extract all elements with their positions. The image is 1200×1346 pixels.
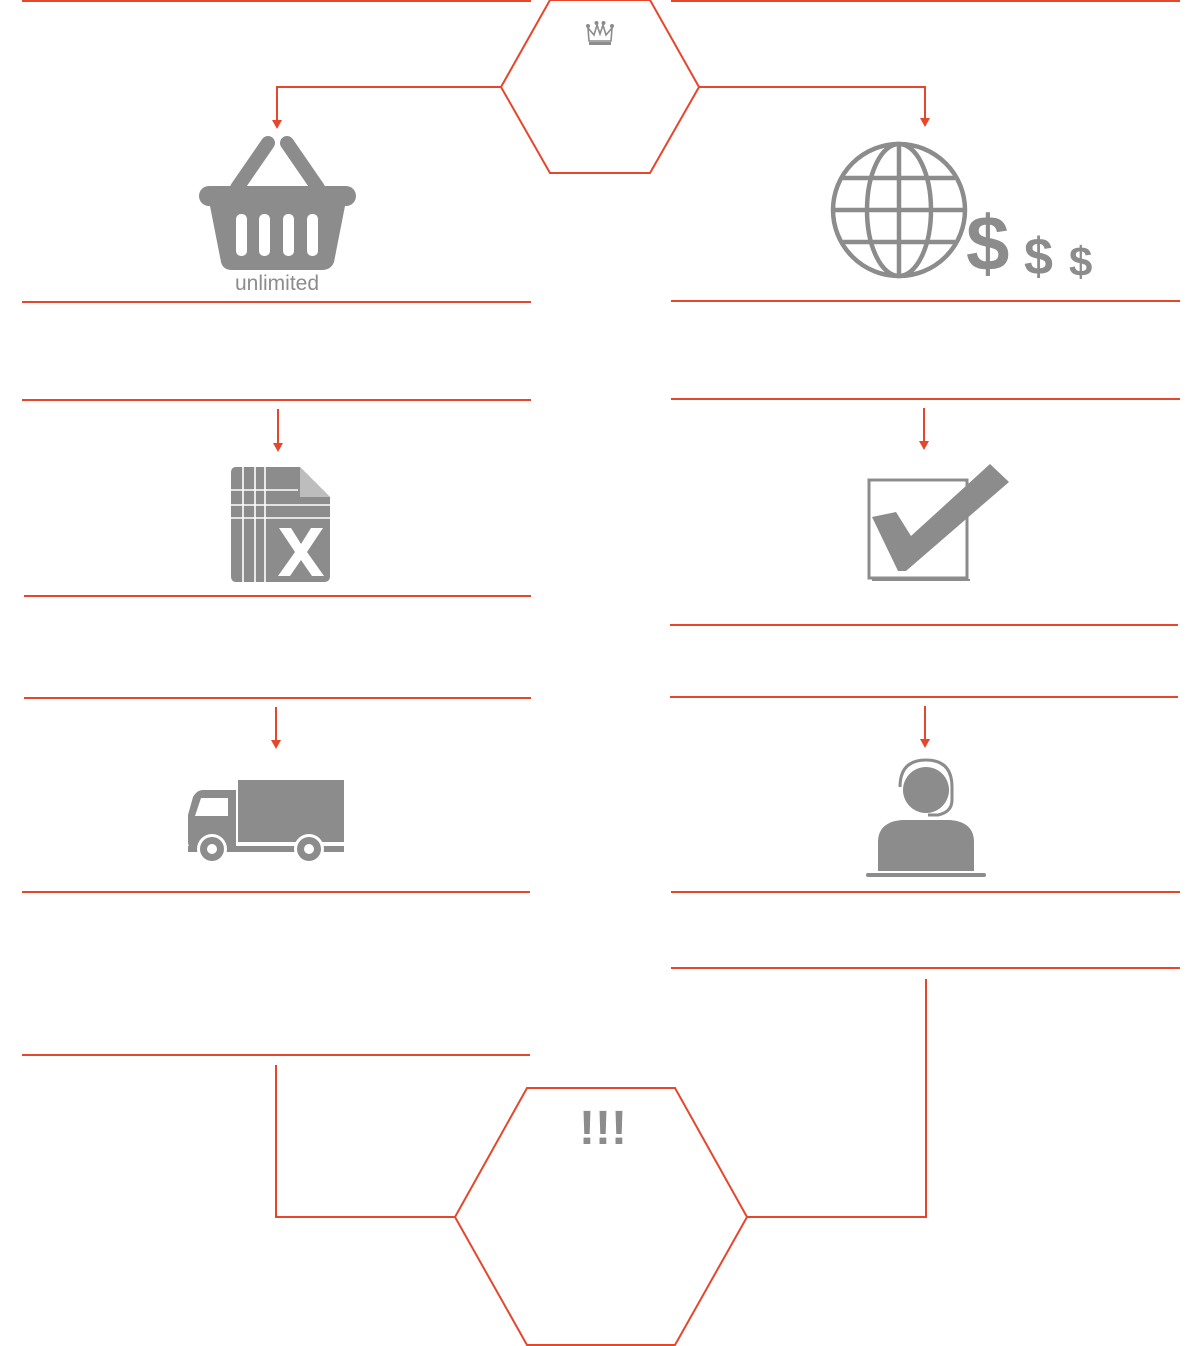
dollar-large: $ bbox=[966, 199, 1009, 287]
arrowhead bbox=[272, 120, 282, 129]
arrowhead bbox=[271, 740, 281, 749]
shopping-basket-icon bbox=[199, 136, 356, 270]
arrowhead bbox=[920, 739, 930, 748]
delivery-truck-icon bbox=[188, 780, 344, 864]
exclamation-icon: !!! bbox=[579, 1102, 627, 1155]
connector-start-left bbox=[276, 86, 501, 122]
crown-icon bbox=[586, 21, 614, 45]
arrowhead bbox=[920, 118, 930, 127]
globe-currency-icon: $ $ $ bbox=[830, 141, 1092, 287]
dollar-medium: $ bbox=[1024, 228, 1053, 286]
dollar-small: $ bbox=[1069, 238, 1092, 285]
connector-end-right bbox=[747, 979, 927, 1218]
end-node: !!! bbox=[453, 1087, 749, 1346]
basket-caption: unlimited bbox=[235, 272, 319, 295]
checkbox-checked-icon bbox=[867, 464, 1009, 581]
excel-file-icon bbox=[231, 467, 330, 582]
start-node bbox=[499, 0, 701, 174]
support-agent-icon bbox=[866, 758, 986, 877]
arrowhead bbox=[273, 443, 283, 452]
connector-start-right bbox=[699, 86, 926, 120]
arrowhead bbox=[919, 441, 929, 450]
connector-end-left bbox=[275, 1065, 455, 1218]
